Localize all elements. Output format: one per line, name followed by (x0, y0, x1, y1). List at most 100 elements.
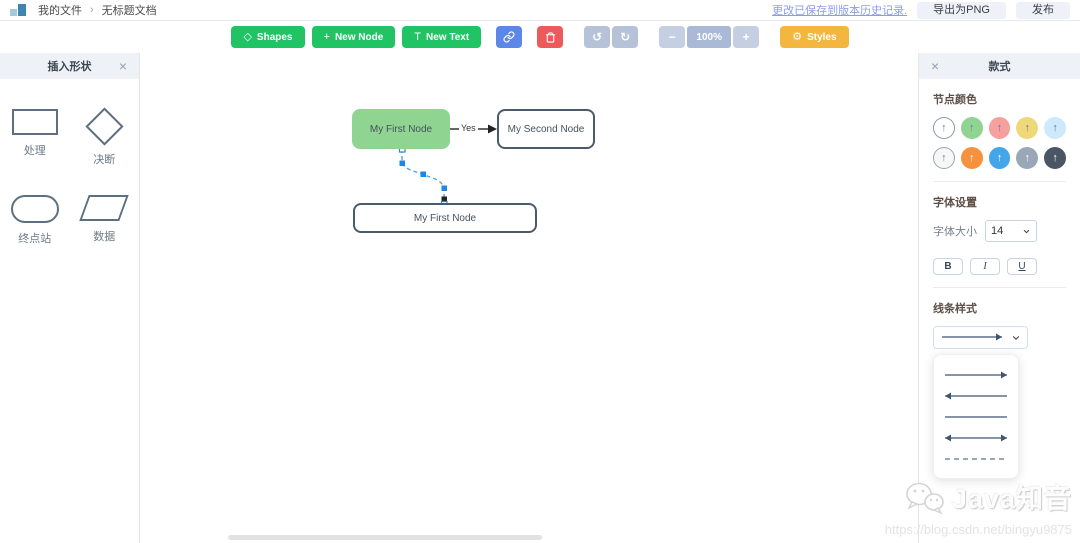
styles-button[interactable]: ⚙ Styles (780, 26, 849, 48)
zoom-out-button[interactable]: − (659, 26, 686, 48)
arrow-up-icon: ↑ (1052, 152, 1058, 164)
underline-button[interactable]: U (1007, 258, 1037, 275)
node-color-swatch[interactable]: ↑ (1016, 117, 1039, 139)
arrow-up-icon: ↑ (1024, 152, 1031, 164)
line-style-dashed-icon (945, 457, 1007, 460)
trash-icon (545, 31, 555, 43)
edge-waypoint-handle[interactable] (420, 171, 427, 178)
edge-waypoint-handle[interactable] (441, 185, 448, 192)
node-my-second-node[interactable]: My Second Node (497, 109, 595, 149)
close-icon[interactable]: × (118, 58, 127, 74)
arrow-up-icon: ↑ (968, 122, 975, 134)
styles-panel-title: 款式 (988, 61, 1011, 73)
shapes-button[interactable]: ◇ Shapes (231, 26, 305, 48)
shape-rectangle[interactable]: 处理 (0, 109, 70, 167)
diagram-canvas[interactable]: My First Node My Second Node My First No… (140, 53, 918, 543)
close-icon[interactable]: × (931, 58, 940, 74)
breadcrumb-bar: 我的文件 › 无标题文档 更改已保存到版本历史记录. 导出为PNG 发布 (0, 0, 1080, 21)
chevron-down-icon (1012, 335, 1020, 340)
new-node-button[interactable]: + New Node (311, 26, 396, 48)
line-style-left-icon (945, 392, 1007, 399)
arrow-up-icon: ↑ (1024, 122, 1031, 134)
shapes-grid: 处理 决断 终点站 数据 (0, 79, 139, 246)
rectangle-shape-icon (11, 109, 58, 135)
shape-parallelogram[interactable]: 数据 (70, 195, 140, 246)
arrowhead-icon (488, 124, 497, 134)
line-style-option-dashed[interactable] (934, 448, 1018, 469)
node-color-row-2: ↑ ↑ ↑ ↑ ↑ (933, 147, 1066, 169)
zoom-level: 100% (687, 26, 732, 48)
node-color-swatch[interactable]: ↑ (988, 147, 1011, 169)
breadcrumb-separator-icon: › (90, 4, 94, 16)
parallelogram-shape-icon (79, 195, 129, 221)
link-button[interactable] (496, 26, 523, 48)
node-color-swatch[interactable]: ↑ (988, 117, 1011, 139)
shapes-panel-title: 插入形状 (47, 61, 92, 73)
arrow-up-icon: ↑ (996, 122, 1003, 134)
shapes-panel: 插入形状 × 处理 决断 终点站 数据 (0, 53, 140, 543)
redo-button[interactable]: ↻ (612, 26, 639, 48)
selected-line-style (940, 329, 1004, 347)
node-color-row-1: ↑ ↑ ↑ ↑ ↑ (933, 117, 1066, 139)
shapes-panel-header: 插入形状 × (0, 53, 139, 79)
text-icon: T (414, 30, 422, 43)
line-style-right-icon (945, 371, 1007, 378)
line-style-dropdown (933, 354, 1019, 479)
node-my-first-node[interactable]: My First Node (352, 109, 450, 149)
line-style-option-left[interactable] (934, 385, 1018, 406)
line-style-option-right[interactable] (934, 364, 1018, 385)
edge-selected[interactable] (401, 149, 445, 202)
export-png-button[interactable]: 导出为PNG (917, 1, 1006, 19)
line-style-both-icon (945, 434, 1007, 441)
new-text-button[interactable]: T New Text (402, 26, 482, 48)
arrow-up-icon: ↑ (1052, 122, 1058, 134)
breadcrumb-current[interactable]: 无标题文档 (101, 5, 157, 17)
line-style-option-both[interactable] (934, 427, 1018, 448)
shape-diamond[interactable]: 决断 (70, 107, 140, 167)
italic-button[interactable]: I (970, 258, 1000, 275)
content-area: 插入形状 × 处理 决断 终点站 数据 (0, 53, 1080, 543)
undo-button[interactable]: ↺ (584, 26, 611, 48)
gear-icon: ⚙ (792, 30, 803, 43)
arrow-up-icon: ↑ (941, 122, 947, 134)
node-color-swatch[interactable]: ↑ (960, 147, 983, 169)
breadcrumb-home[interactable]: 我的文件 (38, 5, 82, 17)
zoom-in-button[interactable]: + (733, 26, 760, 48)
node-my-first-node-copy[interactable]: My First Node (353, 203, 537, 233)
line-style-heading: 线条样式 (933, 303, 977, 315)
version-history-link[interactable]: 更改已保存到版本历史记录. (772, 5, 908, 17)
edge-waypoint-handle[interactable] (399, 160, 406, 167)
redo-icon: ↻ (620, 30, 631, 44)
node-color-heading: 节点颜色 (933, 94, 977, 106)
shape-stadium[interactable]: 终点站 (0, 195, 70, 246)
toolbar: ◇ Shapes + New Node T New Text ↺ (0, 21, 1080, 53)
node-color-swatch[interactable]: ↑ (1044, 117, 1066, 139)
publish-button[interactable]: 发布 (1016, 1, 1070, 19)
edge-label-yes[interactable]: Yes (459, 123, 478, 133)
styles-panel-header: × 款式 (919, 53, 1080, 79)
horizontal-scrollbar[interactable] (228, 535, 542, 540)
diamond-icon: ◇ (243, 30, 252, 43)
plus-icon: + (742, 30, 750, 44)
minus-icon: − (668, 30, 676, 44)
node-color-swatch[interactable]: ↑ (933, 117, 955, 139)
line-style-select[interactable] (933, 326, 1028, 349)
line-style-plain-icon (945, 415, 1007, 418)
line-style-option-plain[interactable] (934, 406, 1018, 427)
node-color-swatch[interactable]: ↑ (960, 117, 983, 139)
font-size-select[interactable]: 14 (985, 220, 1037, 242)
node-color-swatch[interactable]: ↑ (933, 147, 955, 169)
font-settings-heading: 字体设置 (933, 197, 977, 209)
diamond-shape-icon (85, 107, 124, 146)
delete-button[interactable] (537, 26, 564, 48)
arrow-up-icon: ↑ (941, 152, 947, 164)
arrow-up-icon: ↑ (968, 152, 975, 164)
line-style-right-icon (942, 333, 1002, 340)
node-color-swatch[interactable]: ↑ (1016, 147, 1039, 169)
divider (933, 181, 1066, 182)
edge-anchor-handle[interactable] (441, 196, 448, 203)
arrow-up-icon: ↑ (996, 152, 1003, 164)
bold-button[interactable]: B (933, 258, 963, 275)
node-color-swatch[interactable]: ↑ (1044, 147, 1066, 169)
